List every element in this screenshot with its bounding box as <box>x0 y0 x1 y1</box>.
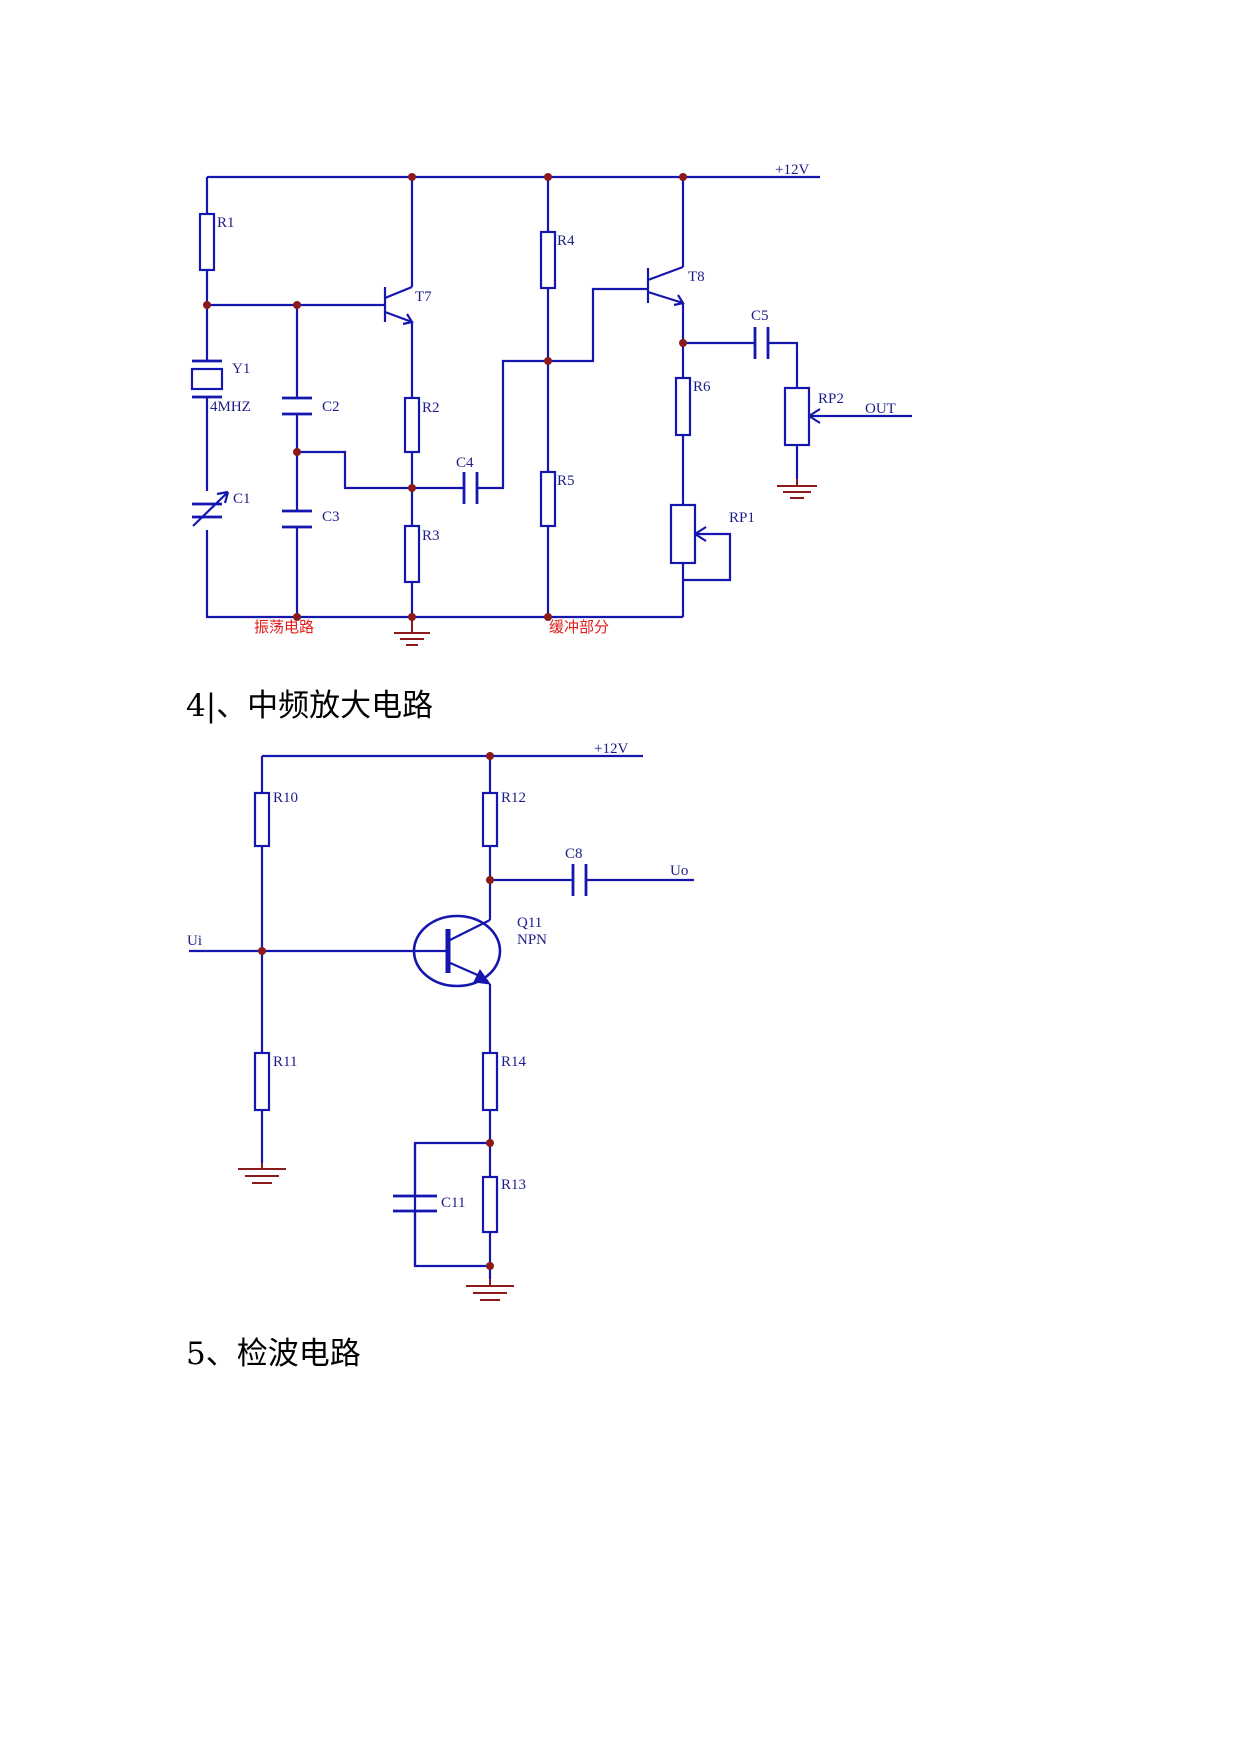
transistor-t7 <box>383 285 414 326</box>
ground-symbol <box>238 1163 286 1184</box>
label-r14: R14 <box>501 1054 527 1070</box>
circuit2-junctions <box>258 752 494 1270</box>
label-r6: R6 <box>693 379 711 395</box>
label-c4: C4 <box>456 455 474 471</box>
label-r4: R4 <box>557 233 575 249</box>
label-t8: T8 <box>688 269 705 285</box>
section-heading-detector: 5、检波电路 <box>186 1336 361 1372</box>
ground-symbol <box>466 1279 514 1301</box>
transistor-t8 <box>646 265 685 307</box>
label-r1: R1 <box>217 215 235 231</box>
resistor-r2 <box>403 396 421 454</box>
label-c1: C1 <box>233 491 251 507</box>
ground-symbol <box>394 617 430 646</box>
capacitor-c11 <box>393 1194 437 1213</box>
label-r13: R13 <box>501 1177 526 1193</box>
ground-symbol <box>777 479 817 499</box>
potentiometer-rp2 <box>783 386 821 447</box>
label-r10: R10 <box>273 790 298 806</box>
circuit1-wires <box>205 175 912 619</box>
label-c3: C3 <box>322 509 340 525</box>
label-r11: R11 <box>273 1054 297 1070</box>
label-c5: C5 <box>751 308 769 324</box>
label-c8: C8 <box>565 846 583 862</box>
transistor-q11 <box>412 914 502 988</box>
supply-label: +12V <box>775 162 809 178</box>
resistor-r1 <box>198 212 216 272</box>
oscillator-buffer-schematic: +12V R1 T7 Y1 4MHZ C2 C1 C3 R2 C4 R3 R4 … <box>190 162 912 646</box>
resistor-r10 <box>253 791 271 848</box>
label-y1: Y1 <box>232 361 250 377</box>
variable-capacitor-c1 <box>192 490 230 527</box>
capacitor-c8 <box>571 864 588 896</box>
capacitor-c3 <box>282 509 312 529</box>
resistor-r12 <box>481 791 499 848</box>
label-rp1: RP1 <box>729 510 755 526</box>
potentiometer-rp1 <box>669 503 707 565</box>
resistor-r11 <box>253 1051 271 1112</box>
label-c11: C11 <box>441 1195 465 1211</box>
label-uo: Uo <box>670 863 688 879</box>
circuit2-wires <box>189 754 694 1279</box>
resistor-r3 <box>403 524 421 584</box>
resistor-r14 <box>481 1051 499 1112</box>
label-r2: R2 <box>422 400 440 416</box>
label-frequency: 4MHZ <box>210 399 251 415</box>
label-c2: C2 <box>322 399 340 415</box>
if-amplifier-schematic: +12V R10 R12 C8 Uo Q11 NPN Ui R11 R14 R1… <box>187 741 694 1301</box>
label-r5: R5 <box>557 473 575 489</box>
label-t7: T7 <box>415 289 432 305</box>
resistor-r13 <box>481 1175 499 1234</box>
resistor-r6 <box>674 376 692 437</box>
crystal-y1 <box>190 359 224 399</box>
label-ui: Ui <box>187 933 202 949</box>
label-r12: R12 <box>501 790 526 806</box>
label-q11: Q11 <box>517 915 542 931</box>
label-out: OUT <box>865 401 896 417</box>
circuit2-resistors <box>253 791 499 1234</box>
resistor-r4 <box>539 230 557 290</box>
label-rp2: RP2 <box>818 391 844 407</box>
circuit2-capacitors <box>393 864 588 1213</box>
capacitor-c4 <box>462 472 479 504</box>
capacitor-c5 <box>753 327 770 359</box>
circuit1-junctions <box>203 173 687 621</box>
label-r3: R3 <box>422 528 440 544</box>
section-heading-if-amplifier: 4|、中频放大电路 <box>186 688 434 724</box>
label-npn: NPN <box>517 932 547 948</box>
supply-label: +12V <box>594 741 628 757</box>
section-label-oscillator: 振荡电路 <box>254 619 314 636</box>
circuit1-capacitors <box>192 327 770 529</box>
capacitor-c2 <box>282 396 312 416</box>
resistor-r5 <box>539 470 557 528</box>
section-label-buffer: 缓冲部分 <box>549 619 609 636</box>
circuit1-resistors <box>198 212 692 584</box>
